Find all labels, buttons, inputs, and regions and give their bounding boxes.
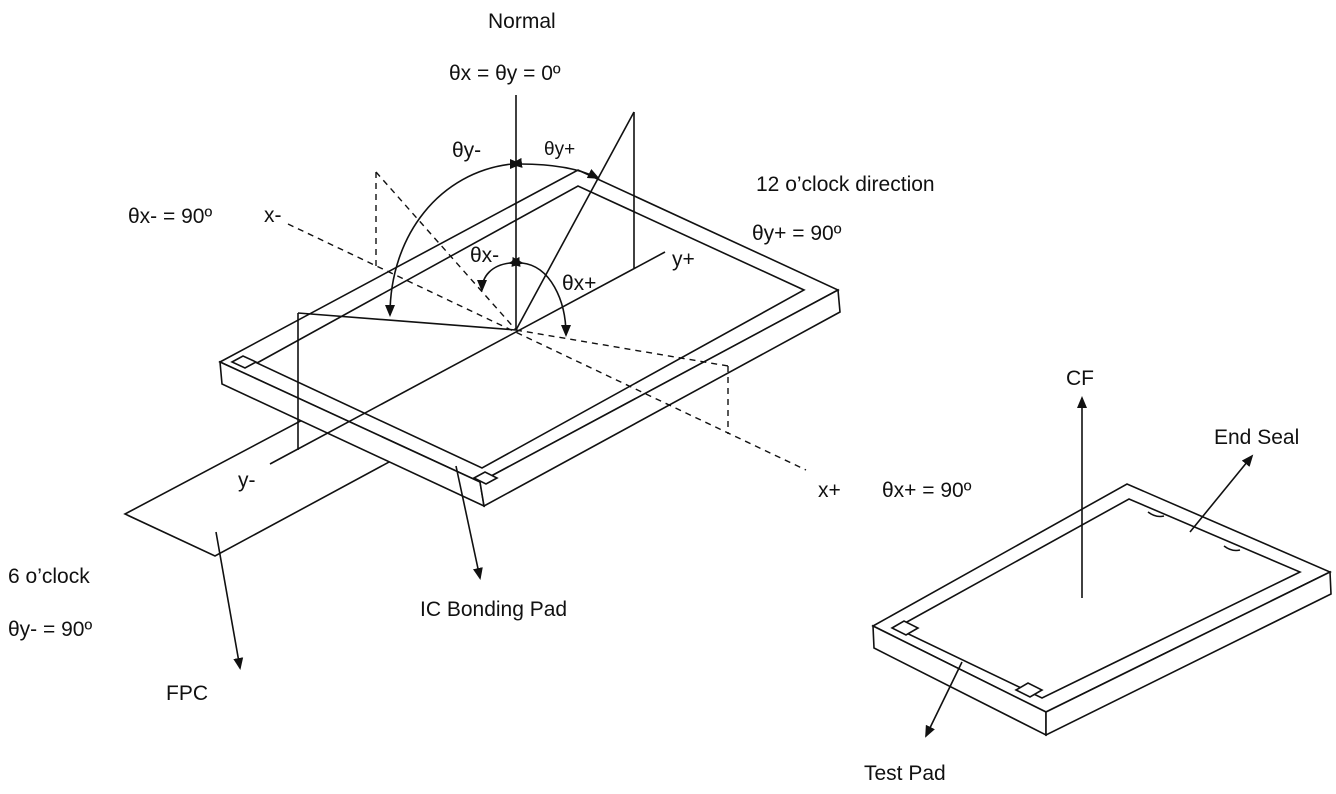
x-plus-label: x+: [818, 479, 841, 502]
theta-y-minus-label: θy-: [452, 139, 481, 162]
theta-y-minus-90-label: θy- = 90º: [8, 618, 92, 641]
end-seal-pointer: [1189, 454, 1254, 533]
theta-x-plus-90-label: θx+ = 90º: [882, 479, 972, 502]
cf-inner-border: [894, 498, 1302, 699]
theta-y-plus-arc: [509, 158, 600, 179]
theta-x-minus-label: θx-: [470, 244, 499, 267]
test-pad-pointer: [925, 661, 963, 738]
y-axis-line: [269, 251, 666, 465]
end-seal-mark-1: [1147, 511, 1165, 518]
y-plus-label: y+: [672, 248, 695, 271]
lcd-panel-right: [871, 396, 1332, 738]
panel-right-side: [479, 288, 841, 508]
normal-label: Normal: [488, 10, 556, 33]
theta-y-minus-arc: [385, 157, 523, 317]
cf-pad-front: [1014, 682, 1044, 698]
end-seal-label: End Seal: [1214, 426, 1299, 449]
minus-projection: [297, 312, 517, 331]
theta-x-plus-arc: [511, 256, 571, 337]
ic-bonding-pad-label: IC Bonding Pad: [420, 598, 567, 621]
end-seal-mark-2: [1223, 545, 1241, 552]
test-pad-label: Test Pad: [864, 762, 946, 785]
fpc-label: FPC: [166, 682, 208, 705]
lcd-panel-left: [123, 95, 841, 670]
y-minus-label: y-: [238, 469, 256, 492]
theta-x-minus-90-label: θx- = 90º: [128, 205, 212, 228]
cf-label: CF: [1066, 367, 1094, 390]
cf-pad-left: [890, 620, 920, 636]
theta-y-plus-label: θy+: [544, 139, 575, 160]
six-oclock-label: 6 o’clock: [8, 565, 90, 588]
x-minus-label: x-: [264, 204, 282, 227]
corner-pad-front: [472, 471, 499, 485]
twelve-oclock-label: 12 o’clock direction: [756, 173, 935, 196]
theta-x-minus-arc: [477, 256, 521, 292]
normal-angle-label: θx = θy = 0º: [449, 62, 561, 85]
cf-right-side: [1045, 570, 1332, 737]
corner-pad-left: [230, 355, 258, 369]
theta-x-plus-label: θx+: [562, 272, 596, 295]
fpc-pointer: [215, 531, 244, 670]
x-axis-line: [287, 223, 807, 471]
ic-bonding-pad-pointer: [455, 465, 483, 580]
theta-y-plus-90-label: θy+ = 90º: [752, 222, 842, 245]
